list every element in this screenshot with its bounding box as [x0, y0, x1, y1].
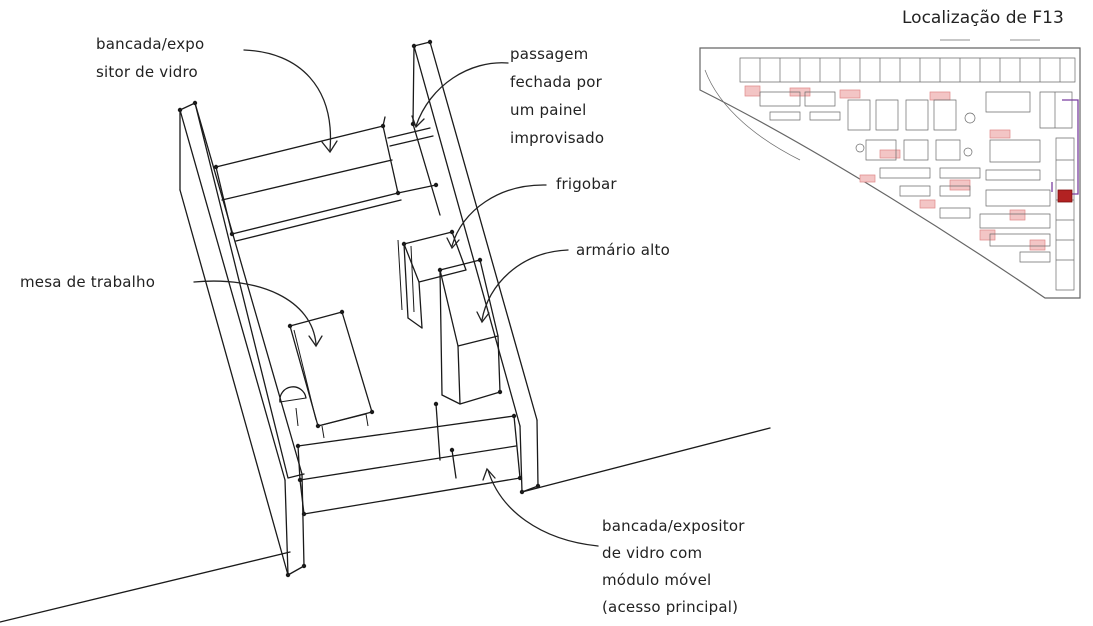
- label-passagem-line2: fechada por: [510, 73, 603, 91]
- f13-highlight-marker: [1057, 189, 1073, 203]
- label-passagem-line1: passagem: [510, 45, 589, 63]
- joint-dots: [177, 39, 541, 578]
- label-bancada-bottom-line2: de vidro com: [602, 544, 703, 562]
- label-bancada-top-line1: bancada/expo: [96, 35, 205, 53]
- location-title: Localização de F13: [902, 8, 1064, 28]
- label-bancada-top-line2: sitor de vidro: [96, 63, 198, 81]
- bottom-counter: [297, 403, 521, 515]
- label-bancada-bottom-line4: (acesso principal): [602, 598, 739, 616]
- label-frigobar: frigobar: [556, 175, 617, 193]
- label-bancada-bottom-line1: bancada/expositor: [602, 517, 745, 535]
- location-plan: [699, 39, 1081, 299]
- top-counter: [215, 116, 402, 242]
- label-mesa: mesa de trabalho: [20, 273, 156, 291]
- work-table: [279, 311, 373, 439]
- armario-shape: [439, 259, 501, 405]
- frigobar-shape: [397, 231, 467, 329]
- left-wall: [179, 102, 305, 576]
- label-armario: armário alto: [576, 241, 670, 259]
- label-passagem-line3: um painel: [510, 101, 587, 119]
- leader-arrows: [193, 49, 599, 547]
- ground-lines: [0, 427, 771, 623]
- right-wall: [412, 41, 539, 493]
- passage-panel: [387, 127, 437, 194]
- label-bancada-bottom-line3: módulo móvel: [602, 571, 712, 589]
- label-passagem-line4: improvisado: [510, 129, 605, 147]
